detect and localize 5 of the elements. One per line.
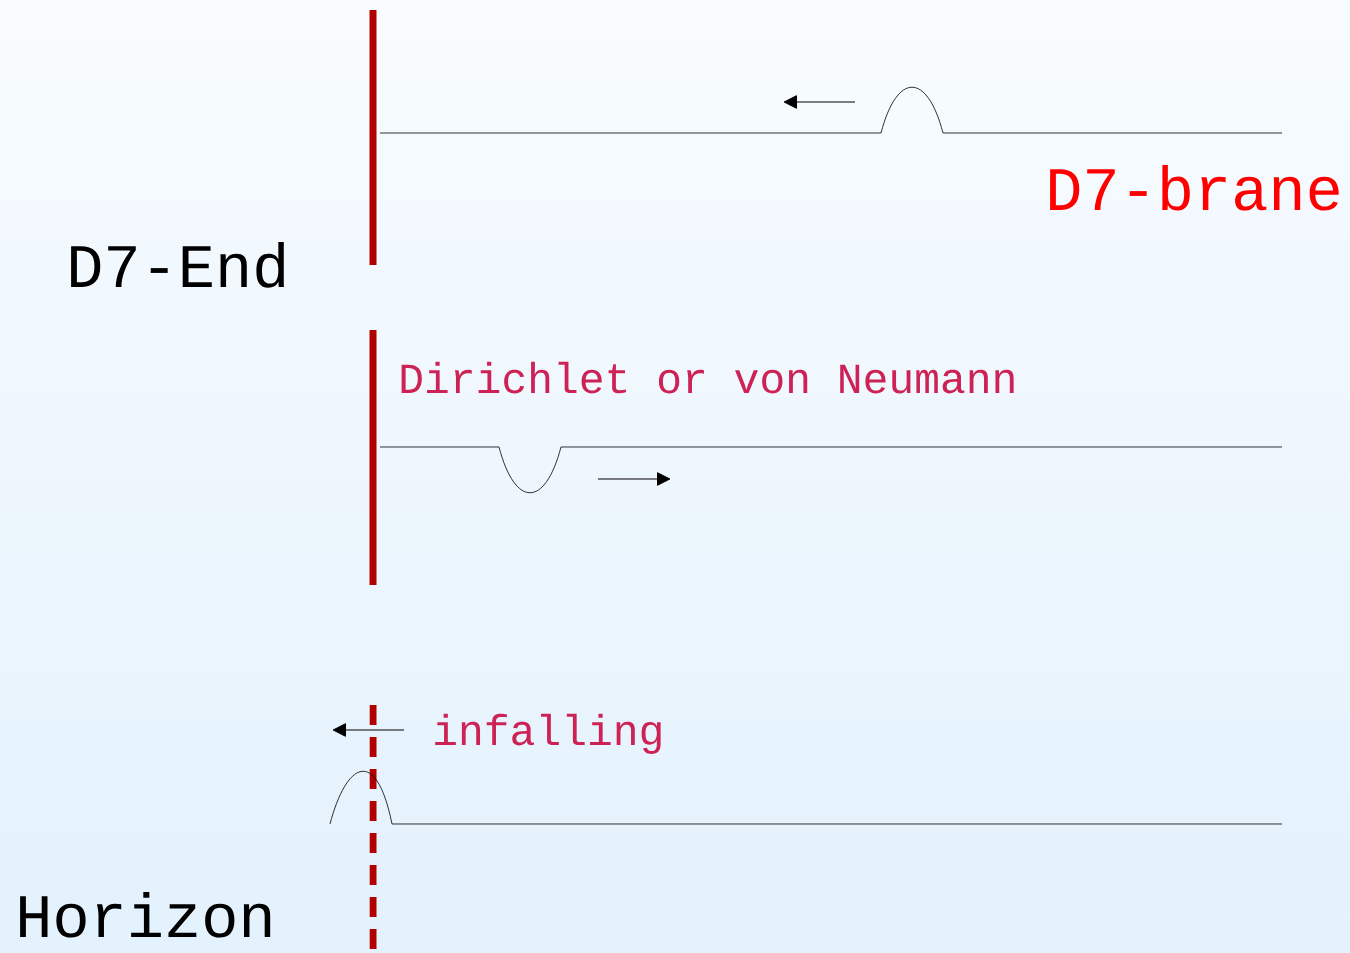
text-label: D7-End	[71, 242, 284, 288]
text-label: Dirichlet or von Neumann	[401, 361, 1014, 394]
text-label: D7-brane	[1050, 165, 1339, 211]
text-label: Horizon	[20, 892, 271, 938]
text-label: infalling	[435, 713, 661, 754]
